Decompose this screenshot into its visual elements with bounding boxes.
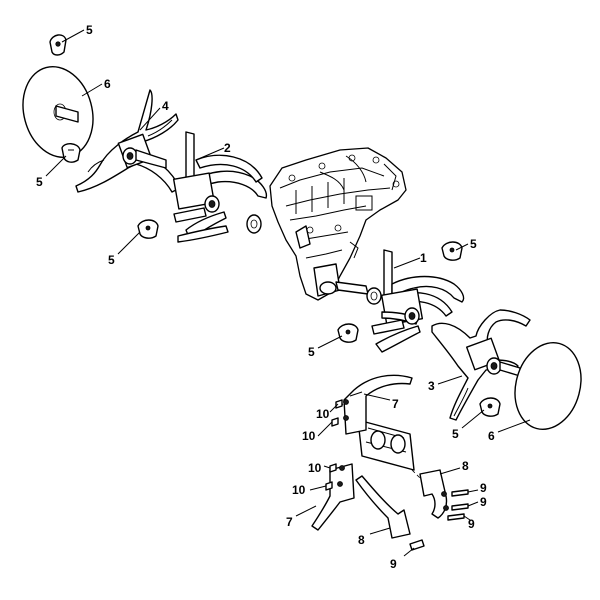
tine-blade-upper-7	[343, 374, 413, 435]
nuts-10	[325, 399, 343, 491]
callout-10: 10	[316, 407, 330, 421]
tine-assembly-right-outer	[431, 309, 531, 421]
callout-10: 10	[292, 483, 306, 497]
callout-5: 5	[86, 23, 93, 37]
tine-blade-lower-7	[311, 463, 355, 531]
tine-assembly-left-outer	[75, 89, 181, 193]
callout-5: 5	[452, 427, 459, 441]
callout-2: 2	[224, 141, 231, 155]
callout-10: 10	[302, 429, 316, 443]
hairpin-clip-top-left	[49, 34, 67, 56]
callout-labels: 5 6 4 5 2 5 1 5 5 3 5 6 7 10 10 10 10 7 …	[36, 23, 495, 571]
hairpin-clip-right-top	[441, 241, 463, 261]
callout-10: 10	[308, 461, 322, 475]
callout-5: 5	[470, 237, 477, 251]
callout-9: 9	[468, 517, 475, 531]
callout-5: 5	[308, 345, 315, 359]
callout-1: 1	[420, 251, 427, 265]
callout-7: 7	[392, 397, 399, 411]
side-protection-disc-right	[514, 341, 582, 431]
hairpin-clip-middle-left	[137, 219, 159, 239]
callout-6: 6	[488, 429, 495, 443]
callout-3: 3	[428, 379, 435, 393]
gearbox-housing	[269, 147, 407, 305]
callout-6: 6	[104, 77, 111, 91]
callout-9: 9	[480, 495, 487, 509]
callout-5: 5	[36, 175, 43, 189]
tine-blade-upper-8	[419, 469, 469, 521]
callout-7: 7	[286, 515, 293, 529]
callout-9: 9	[390, 557, 397, 571]
callout-9: 9	[480, 481, 487, 495]
hairpin-clip-bottom-right	[479, 397, 501, 417]
hairpin-clip-left	[61, 143, 81, 163]
coupling-left	[246, 214, 262, 234]
exploded-shaft-center	[339, 401, 431, 489]
callout-8: 8	[358, 533, 365, 547]
callout-5: 5	[108, 253, 115, 267]
tine-assembly-right-inner	[371, 249, 465, 353]
hairpin-clip-middle	[337, 323, 359, 343]
leader-lines	[45, 29, 531, 557]
tine-blade-lower-8	[355, 475, 425, 551]
callout-4: 4	[162, 99, 169, 113]
callout-8: 8	[462, 459, 469, 473]
tine-assembly-left-inner	[172, 131, 268, 243]
side-protection-disc-left	[22, 66, 94, 158]
